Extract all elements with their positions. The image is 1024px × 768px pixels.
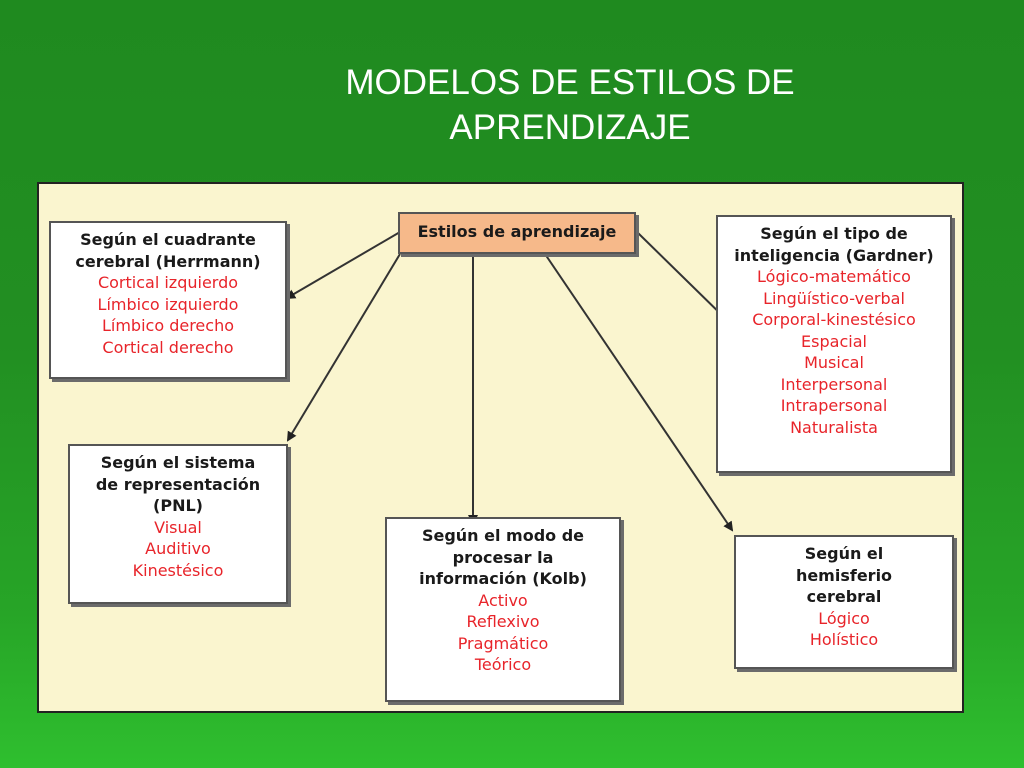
kolb-item: Reflexivo <box>466 612 540 631</box>
hemisferio-box: Según el hemisferio cerebral Lógico Holí… <box>734 535 954 669</box>
center-node: Estilos de aprendizaje <box>398 212 636 254</box>
title-line-2: APRENDIZAJE <box>449 108 691 147</box>
herrmann-head-2: cerebral (Herrmann) <box>75 251 261 271</box>
gardner-head-1: Según el tipo de <box>760 224 908 243</box>
pnl-item: Visual <box>154 517 202 537</box>
slide-title: MODELOS DE ESTILOS DE APRENDIZAJE <box>270 60 870 150</box>
gardner-item: Interpersonal <box>780 374 888 394</box>
center-node-label: Estilos de aprendizaje <box>417 222 617 241</box>
hemisferio-head-1: Según el <box>804 544 884 563</box>
gardner-item: Lingüístico-verbal <box>763 288 905 308</box>
hemisferio-head-2: hemisferio <box>795 565 893 585</box>
pnl-head-1: Según el sistema <box>100 453 256 472</box>
pnl-head-2: de representación <box>95 474 261 494</box>
pnl-item: Auditivo <box>145 539 211 558</box>
hemisferio-item: Lógico <box>818 608 870 628</box>
kolb-item: Teórico <box>474 655 532 674</box>
title-line-1: MODELOS DE ESTILOS DE <box>345 63 795 102</box>
herrmann-item: Límbico izquierdo <box>97 294 239 314</box>
gardner-item: Corporal-kinestésico <box>752 310 916 329</box>
kolb-item: Activo <box>478 590 528 610</box>
arrow-to-pnl <box>286 253 401 442</box>
pnl-item: Kinestésico <box>132 560 224 580</box>
gardner-item: Musical <box>804 353 864 372</box>
hemisferio-head-3: cerebral <box>806 587 882 606</box>
arrow-to-hemisferio <box>544 253 734 532</box>
herrmann-item: Cortical izquierdo <box>97 273 239 292</box>
herrmann-head-1: Según el cuadrante <box>80 230 256 249</box>
kolb-head-3: información (Kolb) <box>419 569 587 588</box>
arrow-to-herrmann <box>285 231 401 300</box>
gardner-item: Intrapersonal <box>780 396 888 415</box>
pnl-head-3: (PNL) <box>153 496 203 515</box>
gardner-item: Naturalista <box>790 417 878 437</box>
pnl-box: Según el sistema de representación (PNL)… <box>68 444 288 604</box>
kolb-head-1: Según el modo de <box>421 526 585 545</box>
gardner-item: Espacial <box>801 331 867 351</box>
gardner-item: Lógico-matemático <box>757 267 911 286</box>
kolb-box: Según el modo de procesar la información… <box>385 517 621 702</box>
herrmann-box: Según el cuadrante cerebral (Herrmann) C… <box>49 221 287 379</box>
gardner-head-2: inteligencia (Gardner) <box>734 245 934 265</box>
gardner-box: Según el tipo de inteligencia (Gardner) … <box>716 215 952 473</box>
kolb-head-2: procesar la <box>452 547 554 567</box>
hemisferio-item: Holístico <box>809 630 879 649</box>
herrmann-item: Límbico derecho <box>101 316 234 335</box>
herrmann-item: Cortical derecho <box>102 337 234 357</box>
kolb-item: Pragmático <box>457 633 549 653</box>
